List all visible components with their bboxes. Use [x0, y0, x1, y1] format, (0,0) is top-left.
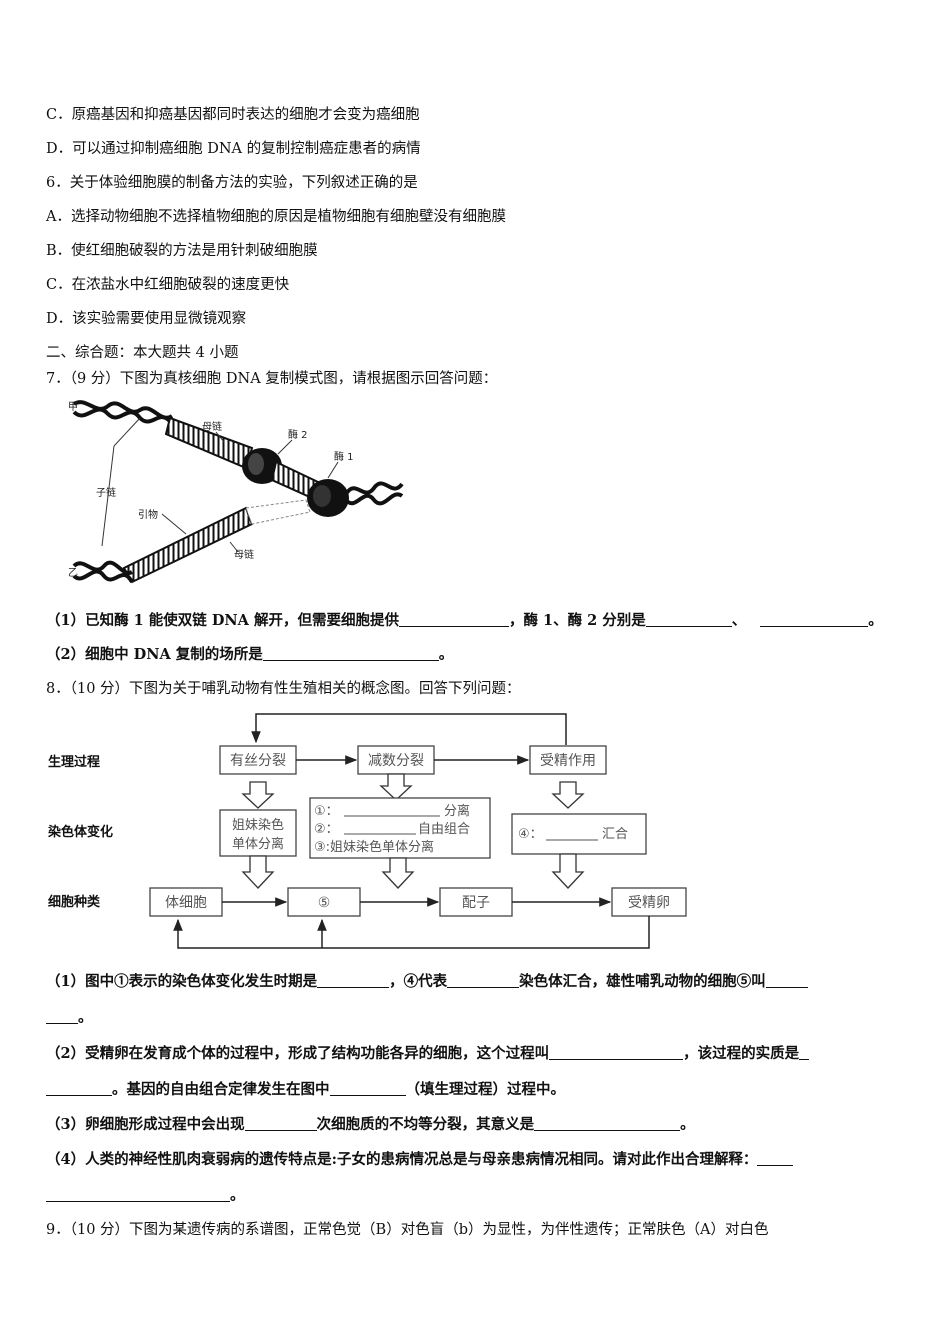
q7-1-text-b: ，酶 1、酶 2 分别是: [508, 612, 646, 629]
answer-blank[interactable]: [534, 1116, 681, 1131]
gamete-label: 配子: [462, 895, 490, 911]
meiosis-item-2-suffix: 自由组合: [418, 822, 470, 837]
q8-1-text-c: 染色体汇合，雄性哺乳动物的细胞⑤叫: [519, 973, 766, 990]
mitosis-box: [219, 745, 297, 775]
label-enzyme-2: 酶 2: [288, 428, 308, 441]
answer-blank[interactable]: [329, 1081, 406, 1096]
meiosis-item-1-prefix: ①：: [314, 804, 339, 819]
gamete-box: [439, 887, 513, 917]
question-6: 6．关于体验细胞膜的制备方法的实验，下列叙述正确的是: [46, 175, 418, 191]
meiosis-item-2-prefix: ②：: [314, 822, 339, 837]
question-6-option-c: C．在浓盐水中红细胞破裂的速度更快: [46, 277, 290, 293]
question-6-option-d: D．该实验需要使用显微镜观察: [46, 311, 247, 327]
question-9: 9．（10 分）下图为某遗传病的系谱图，正常色觉（B）对色盲（b）为显性，为伴性…: [46, 1222, 769, 1238]
answer-blank[interactable]: [398, 612, 509, 627]
answer-blank[interactable]: [760, 612, 869, 627]
question-8-part-2-cont: 。基因的自由组合定律发生在图中 （填生理过程）过程中。: [46, 1078, 565, 1099]
somatic-cell-label: 体细胞: [165, 895, 207, 911]
label-daughter-strand: 子链: [96, 486, 116, 499]
question-7-part-2: （2）细胞中 DNA 复制的场所是 。: [46, 643, 453, 664]
answer-blank[interactable]: [46, 1009, 78, 1024]
meiosis-item-1-suffix: 分离: [444, 803, 470, 819]
meiosis-changes-box: [309, 797, 491, 859]
label-enzyme-1: 酶 1: [334, 450, 354, 463]
answer-blank[interactable]: [765, 973, 808, 988]
answer-blank[interactable]: [262, 646, 439, 661]
label-parent-strand-top: 母链: [202, 420, 222, 433]
answer-blank[interactable]: [244, 1116, 317, 1131]
answer-blank[interactable]: [46, 1187, 230, 1202]
question-6-option-b: B．使红细胞破裂的方法是用针刺破细胞膜: [46, 243, 318, 259]
cell-5-label: ⑤: [318, 895, 331, 911]
answer-blank[interactable]: [549, 1045, 684, 1060]
section-2-heading: 二、综合题：本大题共 4 小题: [46, 345, 239, 361]
fertilization-label: 受精作用: [540, 753, 596, 769]
zygote-label: 受精卵: [628, 895, 670, 911]
answer-blank[interactable]: [645, 612, 732, 627]
question-8: 8．（10 分）下图为关于哺乳动物有性生殖相关的概念图。回答下列问题：: [46, 681, 521, 697]
answer-blank[interactable]: [46, 1081, 112, 1096]
q8-2-text-c: 。基因的自由组合定律发生在图中: [112, 1081, 330, 1098]
q8-2-text-a: （2）受精卵在发育成个体的过程中，形成了结构功能各异的细胞，这个过程叫: [46, 1045, 550, 1062]
answer-blank[interactable]: [317, 973, 390, 988]
meiosis-label: 减数分裂: [368, 753, 424, 769]
q8-1-text-a: （1）图中①表示的染色体变化发生时期是: [46, 973, 318, 990]
row-label-process: 生理过程: [48, 754, 100, 770]
fertilization-change-box: [511, 813, 647, 855]
answer-blank[interactable]: [799, 1045, 810, 1060]
q7-1-text-d: 。: [868, 612, 883, 629]
q8-3-text-a: （3）卵细胞形成过程中会出现: [46, 1116, 245, 1133]
row-label-chromosome: 染色体变化: [47, 824, 113, 840]
fertilization-item-prefix: ④：: [518, 827, 543, 842]
question-8-part-4: （4）人类的神经性肌肉衰弱病的遗传特点是:子女的患病情况总是与母亲患病情况相同。…: [46, 1148, 794, 1169]
question-7: 7．（9 分）下图为真核细胞 DNA 复制模式图，请根据图示回答问题：: [46, 371, 498, 387]
q7-2-text-b: 。: [438, 646, 454, 663]
label-primer: 引物: [138, 508, 158, 521]
zygote-box: [611, 887, 687, 917]
q7-2-text-a: （2）细胞中 DNA 复制的场所是: [46, 646, 263, 663]
mitosis-label: 有丝分裂: [230, 753, 286, 769]
q7-1-text-a: （1）已知酶 1 能使双链 DNA 解开，但需要细胞提供: [46, 612, 399, 629]
question-8-part-1: （1）图中①表示的染色体变化发生时期是 ，④代表 染色体汇合，雄性哺乳动物的细胞⑤叫: [46, 970, 808, 991]
question-8-part-4-cont: 。: [46, 1184, 245, 1205]
q8-4-text-b: 。: [230, 1187, 245, 1204]
q7-1-text-c: 、: [731, 612, 747, 629]
q8-3-text-b: 次细胞质的不均等分裂，其意义是: [316, 1116, 535, 1133]
label-yi: 乙: [68, 567, 78, 579]
q8-4-text-a: （4）人类的神经性肌肉衰弱病的遗传特点是:子女的患病情况总是与母亲患病情况相同。…: [46, 1151, 758, 1168]
dna-replication-figure: 甲 乙 母链 母链 子链 引物 酶 1 酶 2: [68, 400, 404, 584]
question-6-option-a: A．选择动物细胞不选择植物细胞的原因是植物细胞有细胞壁没有细胞膜: [46, 209, 506, 225]
question-8-part-3: （3）卵细胞形成过程中会出现 次细胞质的不均等分裂，其意义是 。: [46, 1113, 695, 1134]
meiosis-item-3: ③:姐妹染色单体分离: [314, 839, 434, 855]
label-parent-strand-bottom: 母链: [234, 548, 254, 561]
q8-2-text-d: （填生理过程）过程中。: [405, 1081, 566, 1098]
sister-line-1: 姐妹染色: [232, 817, 284, 833]
row-label-cell-type: 细胞种类: [48, 894, 101, 910]
option-d-cancer: D．可以通过抑制癌细胞 DNA 的复制控制癌症患者的病情: [46, 141, 421, 157]
q8-1-text-d: 。: [78, 1009, 93, 1026]
q8-3-text-c: 。: [680, 1116, 695, 1133]
answer-blank[interactable]: [757, 1151, 794, 1166]
sister-chromatid-box: [219, 809, 297, 857]
fertilization-item-suffix: 汇合: [602, 827, 628, 842]
answer-blank[interactable]: [447, 973, 520, 988]
concept-diagram: 生理过程 染色体变化 细胞种类 有丝分裂 减数分裂 受精作用 姐妹染色 单体分离…: [47, 713, 687, 949]
question-8-part-2: （2）受精卵在发育成个体的过程中，形成了结构功能各异的细胞，这个过程叫 ，该过程的…: [46, 1042, 810, 1063]
fertilization-box: [529, 745, 607, 775]
label-jia: 甲: [68, 402, 78, 413]
q8-1-text-b: ，④代表: [389, 973, 448, 990]
question-8-part-1-cont: 。: [46, 1006, 93, 1027]
cell-5-box: [287, 887, 361, 917]
q8-2-text-b: ，该过程的实质是: [683, 1045, 800, 1062]
sister-line-2: 单体分离: [232, 836, 284, 852]
question-7-part-1: （1）已知酶 1 能使双链 DNA 解开，但需要细胞提供 ，酶 1、酶 2 分别是…: [46, 609, 883, 630]
option-c-cancer: C．原癌基因和抑癌基因都同时表达的细胞才会变为癌细胞: [46, 107, 420, 123]
